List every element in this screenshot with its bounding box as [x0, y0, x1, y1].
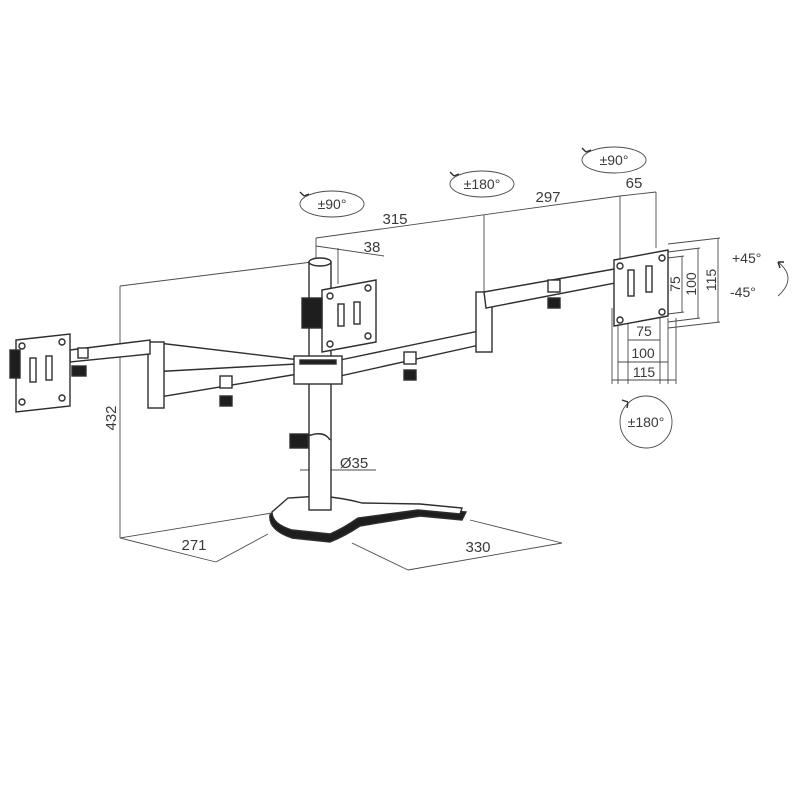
left-arm-joint-cap	[219, 395, 233, 407]
right-arm-knob	[547, 279, 561, 293]
vesa-guide-c	[667, 247, 701, 253]
vesa-115-w-label: 115	[633, 364, 656, 380]
right-arm-joint	[403, 351, 417, 365]
center-plate-mount	[301, 297, 323, 329]
arrowhead-icon	[777, 261, 784, 269]
vesa-guide-a	[667, 255, 685, 259]
pole-diameter-label: Ø35	[340, 455, 368, 472]
rotation-arrow-icon	[449, 170, 515, 198]
plate-depth-line	[619, 191, 657, 197]
right-hole-bl	[616, 316, 624, 324]
height-label: 432	[103, 405, 120, 430]
right-hole-br	[658, 308, 666, 316]
cable-clip-strap	[307, 433, 331, 441]
arm-hub-top	[299, 359, 337, 365]
right-plate-slot-left	[627, 269, 635, 297]
arm-span-right-label: 297	[535, 189, 560, 206]
tilt-arrow-icon	[777, 261, 789, 297]
center-hole-br	[364, 332, 372, 340]
base-depth-line	[119, 537, 217, 563]
left-hole-br	[58, 394, 66, 402]
vesa-100-h-label: 100	[683, 272, 699, 296]
plate-depth-label: 65	[626, 175, 643, 192]
dimension-lines	[119, 191, 721, 571]
rotate-arm-label: ±180°	[464, 176, 501, 192]
dimension-labels: 315 297 38 65 432 271 330 Ø35 75 100 115…	[103, 175, 719, 556]
plate-offset-label: 38	[364, 239, 381, 256]
base-width-left-guide	[351, 542, 409, 571]
swivel-right-label: ±90°	[600, 152, 629, 168]
right-arm-clamp	[547, 297, 561, 309]
stand-base	[269, 495, 468, 543]
arrowhead-icon	[299, 191, 310, 197]
left-plate-body	[15, 333, 71, 413]
base-width-line	[407, 542, 563, 571]
center-hole-tr	[364, 284, 372, 292]
left-hole-tl	[18, 342, 26, 350]
arm-span-dimension-line	[315, 195, 621, 239]
right-vesa-plate	[613, 249, 669, 327]
center-hole-bl	[326, 340, 334, 348]
right-plate-slot-right	[645, 265, 653, 293]
left-plate-mount	[9, 349, 21, 379]
vesa-115-h-label: 115	[703, 269, 719, 292]
vesa-guide-d	[667, 317, 701, 323]
vesa-100-w-label: 100	[631, 345, 655, 361]
left-vesa-plate	[9, 333, 71, 413]
cable-clip	[289, 433, 309, 449]
center-plate-body	[321, 279, 377, 353]
rotation-arrow-icon	[619, 395, 673, 449]
plate-offset-line	[315, 245, 385, 257]
center-hole-tl	[326, 292, 334, 300]
center-vesa-plate	[301, 279, 377, 353]
vesa-75-h-label: 75	[667, 276, 683, 292]
right-plate-body	[613, 249, 669, 327]
arm-span-left-label: 315	[382, 211, 407, 228]
base-back-guide	[119, 512, 273, 539]
arrowhead-icon	[449, 171, 460, 177]
center-plate-slot-left	[337, 303, 345, 327]
rotation-arrow-icon	[581, 146, 647, 174]
left-arm-elbow	[147, 341, 165, 409]
right-hole-tr	[658, 254, 666, 262]
tilt-down-label: -45°	[730, 284, 756, 300]
left-hole-tr	[58, 338, 66, 346]
arrowhead-icon	[621, 399, 629, 409]
height-top-guide	[119, 261, 313, 287]
left-plate-slot-left	[29, 357, 37, 383]
base-width-label: 330	[465, 539, 490, 556]
left-arm-clamp	[71, 365, 87, 377]
center-plate-slot-right	[353, 301, 361, 325]
vesa-guide-b	[667, 311, 685, 315]
vesa-guide-e	[667, 237, 721, 245]
vesa-75-w-label: 75	[636, 323, 652, 339]
left-arm-joint	[219, 375, 233, 389]
base-width-right-guide	[469, 519, 563, 544]
left-arm-knob	[77, 347, 89, 359]
base-depth-tick	[215, 533, 269, 563]
swivel-center-label: ±90°	[318, 196, 347, 212]
rotation-indicators: ±90° ±180° ±90° ±180° +45° -45°	[299, 146, 789, 449]
base-depth-label: 271	[181, 537, 206, 554]
arrowhead-icon	[581, 147, 592, 153]
right-hole-tl	[616, 262, 624, 270]
pole-cap	[308, 257, 332, 267]
vesa-guide-f	[667, 321, 721, 329]
rotation-arrow-icon	[299, 190, 365, 218]
left-plate-slot-right	[45, 355, 53, 381]
tilt-up-label: +45°	[732, 250, 761, 266]
rotate-bottom-label: ±180°	[628, 414, 665, 430]
left-hole-bl	[18, 398, 26, 406]
right-arm-joint-cap	[403, 369, 417, 381]
cross-arm	[69, 267, 621, 409]
